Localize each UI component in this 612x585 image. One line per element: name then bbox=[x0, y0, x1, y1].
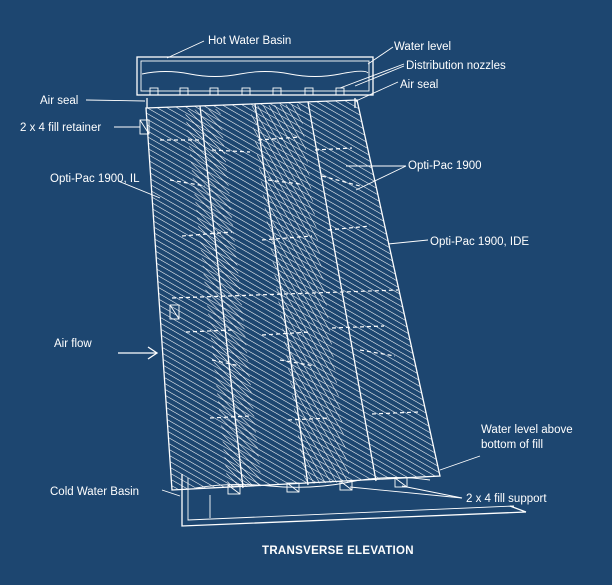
label-air-seal-left: Air seal bbox=[40, 95, 78, 107]
leader-lines bbox=[85, 40, 481, 499]
module-joint bbox=[171, 289, 399, 299]
fill-pack bbox=[145, 99, 441, 491]
label-opti-pac-1900: Opti-Pac 1900 bbox=[408, 160, 482, 172]
fill-panel-column-2 bbox=[185, 109, 262, 488]
fill-support-1 bbox=[227, 484, 241, 495]
fill-retainer bbox=[139, 119, 180, 320]
label-water-level: Water level bbox=[394, 41, 451, 53]
label-water-level-above-2: bottom of fill bbox=[481, 439, 543, 451]
hot-water-basin bbox=[136, 56, 374, 96]
label-water-level-above-1: Water level above bbox=[481, 424, 573, 436]
distribution-nozzles bbox=[149, 87, 345, 96]
label-fill-support: 2 x 4 fill support bbox=[466, 493, 547, 505]
label-air-flow: Air flow bbox=[54, 338, 92, 350]
air-flow-arrow bbox=[118, 346, 159, 360]
label-fill-retainer: 2 x 4 fill retainer bbox=[20, 122, 101, 134]
label-cold-water-basin: Cold Water Basin bbox=[50, 486, 139, 498]
water-surface bbox=[141, 70, 369, 77]
label-air-seal-right: Air seal bbox=[400, 79, 438, 91]
fill-support-4 bbox=[394, 477, 408, 488]
cold-water-surface bbox=[195, 476, 431, 489]
fill-support-3 bbox=[339, 480, 353, 491]
label-distribution-nozzles: Distribution nozzles bbox=[406, 60, 506, 72]
label-opti-pac-1900-il: Opti-Pac 1900, IL bbox=[50, 173, 140, 185]
label-hot-water-basin: Hot Water Basin bbox=[208, 35, 291, 47]
fill-outline bbox=[145, 99, 441, 491]
cold-water-basin bbox=[181, 474, 527, 527]
label-opti-pac-1900-ide: Opti-Pac 1900, IDE bbox=[430, 236, 529, 248]
diagram-title: TRANSVERSE ELEVATION bbox=[262, 545, 414, 557]
